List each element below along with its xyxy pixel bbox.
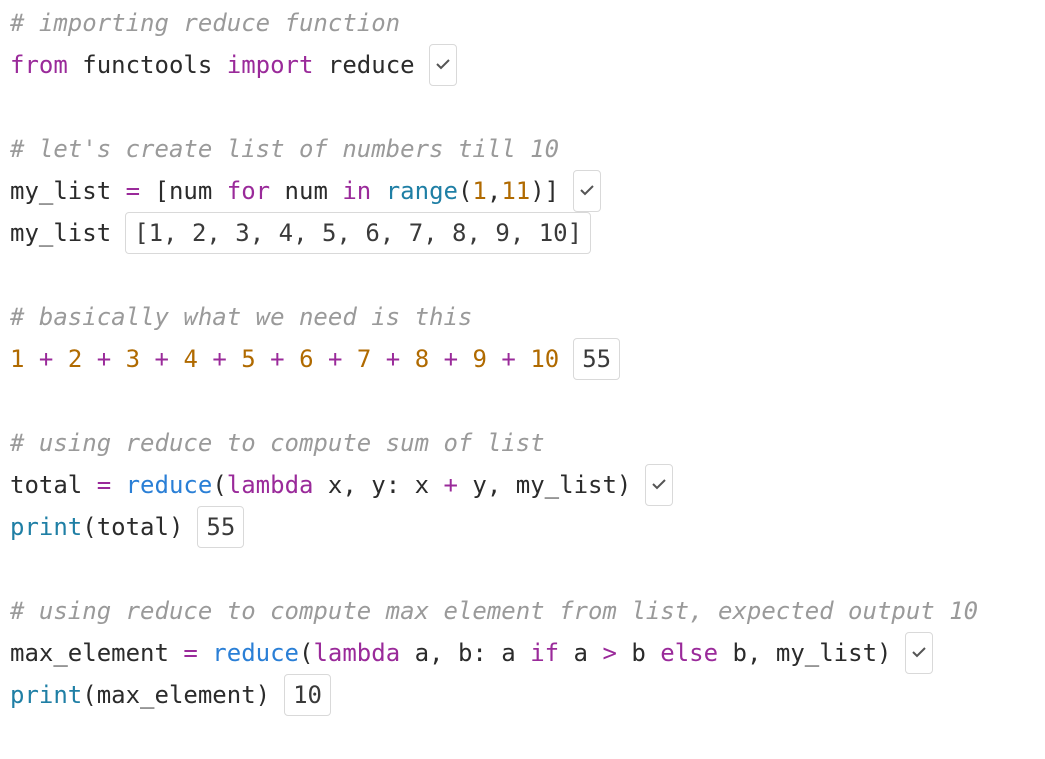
number: 10	[530, 345, 560, 373]
number: 1	[472, 177, 487, 205]
check-icon	[645, 464, 674, 506]
operator: +	[501, 345, 516, 373]
operator: +	[270, 345, 285, 373]
keyword-import: import	[226, 51, 314, 79]
number: 5	[241, 345, 256, 373]
operator: +	[38, 345, 54, 373]
code-token: [num	[140, 177, 227, 205]
output-box: [1, 2, 3, 4, 5, 6, 7, 8, 9, 10]	[125, 212, 592, 254]
function-reduce: reduce	[125, 471, 213, 499]
code-line-reduce-max[interactable]: max_element = reduce(lambda a, b: a if a…	[10, 632, 934, 674]
check-icon	[905, 632, 934, 674]
output-box: 10	[284, 674, 331, 716]
number: 6	[299, 345, 314, 373]
code-token: ,	[486, 177, 502, 205]
code-editor: # importing reduce function from functoo…	[10, 2, 978, 716]
operator: =	[96, 471, 112, 499]
code-line-comment: # let's create list of numbers till 10	[10, 128, 559, 170]
code-line-reduce-sum[interactable]: total = reduce(lambda x, y: x + y, my_li…	[10, 464, 674, 506]
variable: my_list	[10, 177, 126, 205]
output-box: 55	[573, 338, 621, 380]
code-token: (	[457, 177, 473, 205]
operator: >	[602, 639, 617, 667]
code-line-list-comprehension[interactable]: my_list = [num for num in range(1,11)]	[10, 170, 602, 212]
code-line-comment: # importing reduce function	[10, 2, 400, 44]
keyword-for: for	[226, 177, 271, 205]
number: 2	[67, 345, 83, 373]
number: 4	[183, 345, 198, 373]
code-line-comment: # basically what we need is this	[10, 296, 472, 338]
code-token: b	[616, 639, 661, 667]
code-token: num	[270, 177, 343, 205]
function-reduce: reduce	[212, 639, 299, 667]
code-token: y, my_list)	[457, 471, 632, 499]
builtin-range: range	[385, 177, 458, 205]
operator: =	[183, 639, 198, 667]
code-token: (	[299, 639, 314, 667]
operator: +	[212, 345, 227, 373]
output-box: 55	[197, 506, 245, 548]
code-line-list-output[interactable]: my_list [1, 2, 3, 4, 5, 6, 7, 8, 9, 10]	[10, 212, 592, 254]
operator: +	[96, 345, 112, 373]
number: 11	[501, 177, 531, 205]
code-token: )]	[530, 177, 560, 205]
keyword-from: from	[10, 51, 68, 79]
keyword-lambda: lambda	[226, 471, 314, 499]
comment: # using reduce to compute max element fr…	[10, 597, 979, 625]
operator: +	[443, 345, 459, 373]
code-token: a, b: a	[400, 639, 531, 667]
comment: # using reduce to compute sum of list	[10, 429, 545, 457]
number: 3	[125, 345, 141, 373]
number: 1	[10, 345, 25, 373]
code-line-comment: # using reduce to compute max element fr…	[10, 590, 978, 632]
keyword-in: in	[342, 177, 372, 205]
operator: +	[154, 345, 169, 373]
variable: max_element	[10, 639, 184, 667]
builtin-print: print	[10, 681, 83, 709]
comment: # basically what we need is this	[10, 303, 473, 331]
variable: my_list	[10, 219, 112, 247]
code-token	[198, 632, 212, 674]
code-token: (max_element)	[82, 681, 271, 709]
comment: # importing reduce function	[10, 9, 401, 37]
keyword-if: if	[530, 639, 560, 667]
operator: +	[443, 471, 458, 499]
code-line-print-max[interactable]: print(max_element) 10	[10, 674, 331, 716]
check-icon	[428, 44, 457, 86]
code-token: (total)	[82, 513, 184, 541]
imported-name: reduce	[313, 51, 415, 79]
code-token: a	[559, 639, 603, 667]
comment: # let's create list of numbers till 10	[10, 135, 560, 163]
code-token: b, my_list)	[718, 639, 892, 667]
number: 8	[414, 345, 430, 373]
code-line-comment: # using reduce to compute sum of list	[10, 422, 545, 464]
keyword-lambda: lambda	[313, 639, 401, 667]
check-icon	[573, 170, 602, 212]
number: 9	[472, 345, 487, 373]
operator: =	[125, 177, 141, 205]
code-line-print-total[interactable]: print(total) 55	[10, 506, 245, 548]
code-token: x, y: x	[313, 471, 444, 499]
code-token	[111, 464, 125, 506]
code-line-import[interactable]: from functools import reduce	[10, 44, 457, 86]
operator: +	[327, 345, 343, 373]
keyword-else: else	[660, 639, 719, 667]
module-name: functools	[67, 51, 227, 79]
code-token	[371, 170, 385, 212]
operator: +	[385, 345, 401, 373]
variable: total	[10, 471, 97, 499]
builtin-print: print	[10, 513, 83, 541]
number: 7	[356, 345, 372, 373]
code-token: (	[212, 471, 227, 499]
code-line-sum-expression[interactable]: 1 + 2 + 3 + 4 + 5 + 6 + 7 + 8 + 9 + 10 5…	[10, 338, 621, 380]
